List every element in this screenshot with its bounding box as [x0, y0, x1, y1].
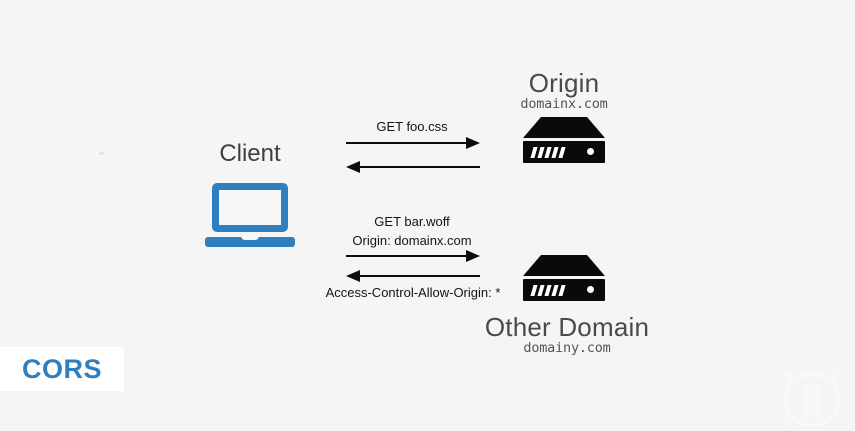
cross-origin-request-label: GET bar.woff Origin: domainx.com: [352, 214, 472, 248]
origin-response-arrow: [346, 160, 480, 174]
other-domain-domain: domainy.com: [523, 340, 611, 356]
server-top-shape: [523, 117, 605, 138]
cross-origin-response-arrow: [346, 269, 480, 283]
cross-origin-response-label: Access-Control-Allow-Origin: *: [325, 285, 501, 300]
origin-title: Origin: [528, 68, 600, 98]
cors-badge: CORS: [0, 347, 124, 391]
server-vents: [530, 147, 566, 158]
origin-domain: domainx.com: [520, 96, 608, 112]
server-vents: [530, 285, 566, 296]
other-domain-domain-wrap: domainy.com: [484, 340, 650, 356]
other-domain-server-icon: [523, 255, 605, 301]
server-body: [523, 141, 605, 163]
laptop-base: [205, 237, 295, 247]
faint-artifact-mark: [99, 152, 104, 155]
client-label-wrap: Client: [190, 140, 310, 168]
origin-request-arrow: [346, 136, 480, 150]
cross-origin-request-arrow: [346, 249, 480, 263]
server-led: [587, 286, 594, 293]
laptop-notch: [241, 235, 259, 240]
origin-request-label: GET foo.css: [376, 119, 448, 134]
other-domain-title: Other Domain: [484, 312, 650, 342]
origin-server-icon: [523, 117, 605, 163]
server-body: [523, 279, 605, 301]
laptop-screen: [212, 183, 288, 232]
origin-title-wrap: Origin: [484, 68, 644, 99]
client-label: Client: [219, 140, 281, 167]
laptop-icon: [205, 183, 295, 247]
server-led: [587, 148, 594, 155]
circular-logo-watermark: [772, 366, 846, 429]
cors-badge-label: CORS: [21, 353, 102, 384]
origin-domain-wrap: domainx.com: [484, 96, 644, 112]
other-domain-title-wrap: Other Domain: [484, 312, 650, 343]
server-top-shape: [523, 255, 605, 276]
